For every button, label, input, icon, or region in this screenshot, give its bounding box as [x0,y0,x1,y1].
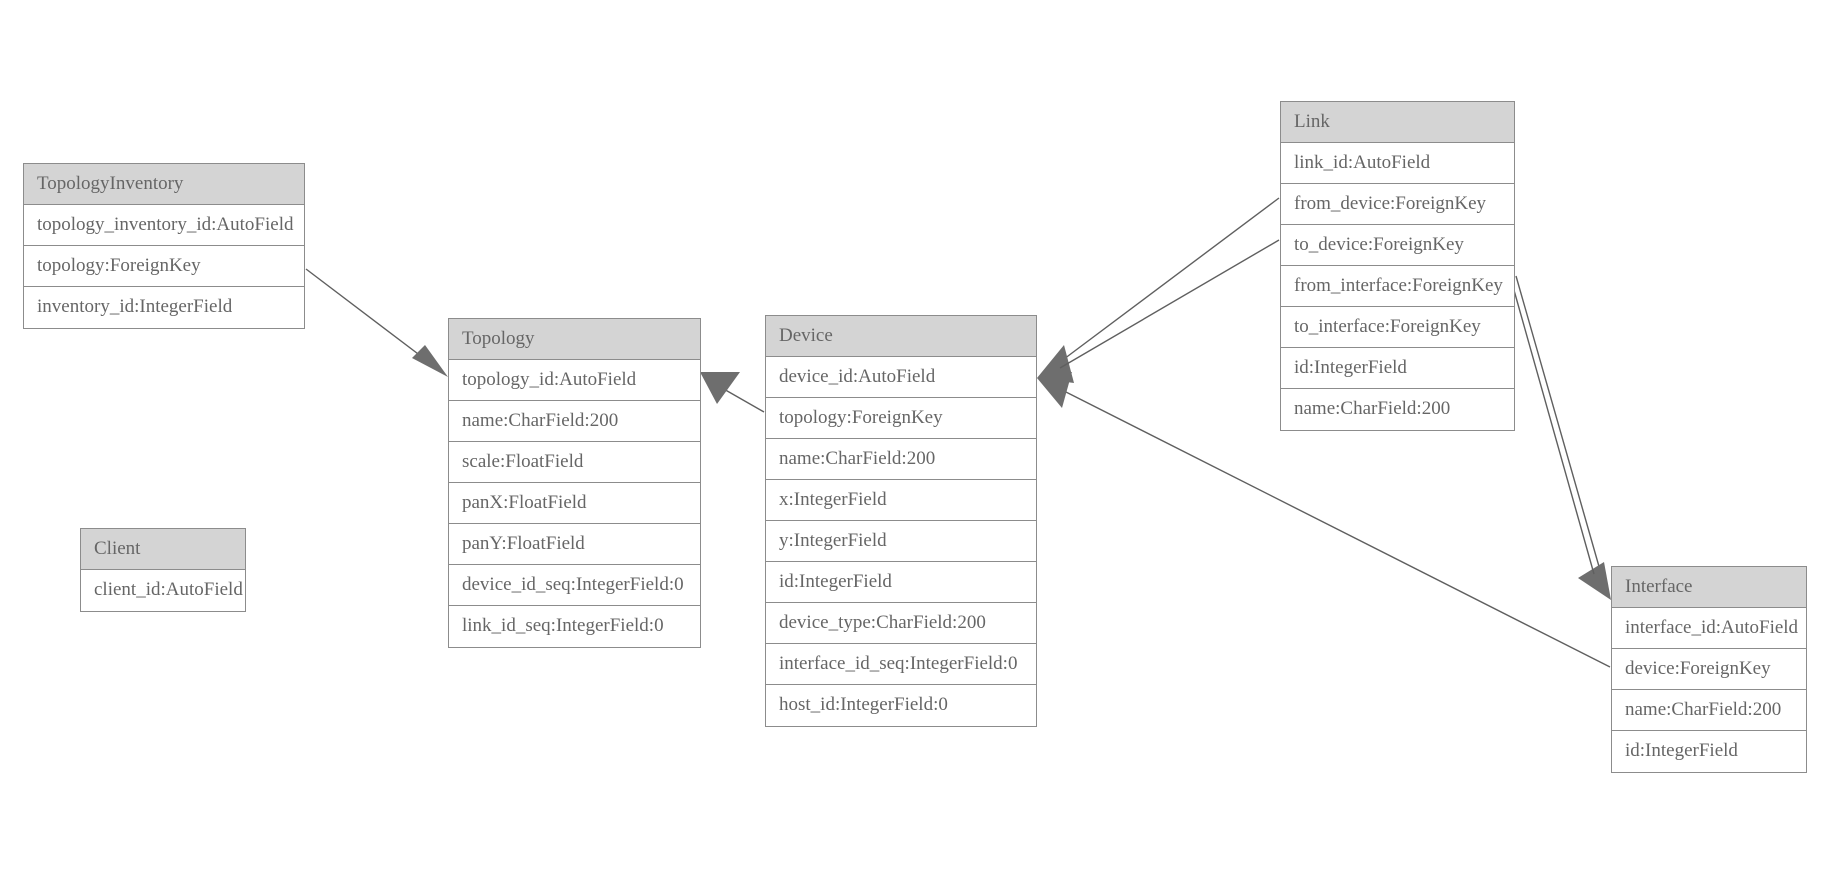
edge-link-to-device [1059,239,1280,369]
entity-topologyinventory[interactable]: TopologyInventory topology_inventory_id:… [23,163,305,329]
entity-client[interactable]: Client client_id:AutoField [80,528,246,612]
entity-title-link: Link [1281,102,1514,143]
field-device-type: device_type:CharField:200 [766,603,1036,644]
field-device-x: x:IntegerField [766,480,1036,521]
edge-link-to-interface [1509,275,1595,575]
field-panx: panX:FloatField [449,483,700,524]
field-device-y: y:IntegerField [766,521,1036,562]
entity-title-topology: Topology [449,319,700,360]
field-link-id-seq: link_id_seq:IntegerField:0 [449,606,700,647]
field-to-interface: to_interface:ForeignKey [1281,307,1514,348]
field-inventory-id: inventory_id:IntegerField [24,287,304,328]
field-interface-name: name:CharField:200 [1612,690,1806,731]
entity-interface[interactable]: Interface interface_id:AutoField device:… [1611,566,1807,773]
field-device-topology: topology:ForeignKey [766,398,1036,439]
field-scale: scale:FloatField [449,442,700,483]
edge-link-from-device [1037,197,1280,383]
field-interface-id-seq: interface_id_seq:IntegerField:0 [766,644,1036,685]
field-interface-device: device:ForeignKey [1612,649,1806,690]
field-link-id: link_id:AutoField [1281,143,1514,184]
field-device-name: name:CharField:200 [766,439,1036,480]
field-device-id-seq: device_id_seq:IntegerField:0 [449,565,700,606]
entity-title-client: Client [81,529,245,570]
field-client-id: client_id:AutoField [81,570,245,611]
entity-title-topologyinventory: TopologyInventory [24,164,304,205]
edge-topologyinventory-topology [305,268,448,377]
field-from-device: from_device:ForeignKey [1281,184,1514,225]
entity-title-interface: Interface [1612,567,1806,608]
field-device-id: device_id:AutoField [766,357,1036,398]
field-link-name: name:CharField:200 [1281,389,1514,430]
field-interface-legacy-id: id:IntegerField [1612,731,1806,772]
edge-link-from-interface [1515,275,1611,600]
field-interface-id: interface_id:AutoField [1612,608,1806,649]
entity-device[interactable]: Device device_id:AutoField topology:Fore… [765,315,1037,727]
field-link-legacy-id: id:IntegerField [1281,348,1514,389]
entity-link[interactable]: Link link_id:AutoField from_device:Forei… [1280,101,1515,431]
field-topology-name: name:CharField:200 [449,401,700,442]
field-pany: panY:FloatField [449,524,700,565]
entity-topology[interactable]: Topology topology_id:AutoField name:Char… [448,318,701,648]
field-topology-inventory-id: topology_inventory_id:AutoField [24,205,304,246]
field-from-interface: from_interface:ForeignKey [1281,266,1514,307]
field-device-legacy-id: id:IntegerField [766,562,1036,603]
edge-device-topology [700,372,765,413]
field-topology: topology:ForeignKey [24,246,304,287]
field-host-id: host_id:IntegerField:0 [766,685,1036,726]
entity-title-device: Device [766,316,1036,357]
field-topology-id: topology_id:AutoField [449,360,700,401]
field-to-device: to_device:ForeignKey [1281,225,1514,266]
